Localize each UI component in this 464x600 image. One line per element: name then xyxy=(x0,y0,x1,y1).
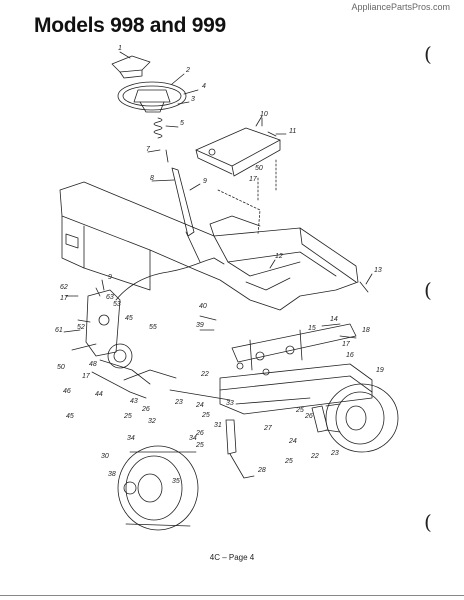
watermark: AppliancePartsPros.com xyxy=(351,2,450,12)
part-callout-11: 11 xyxy=(289,128,296,135)
part-callout-39: 39 xyxy=(196,322,204,329)
part-callout-26: 26 xyxy=(304,413,313,420)
part-callout-48: 48 xyxy=(89,361,97,368)
part-callout-24: 24 xyxy=(195,402,204,409)
part-callout-55: 55 xyxy=(149,324,157,331)
part-callout-61: 61 xyxy=(55,327,63,334)
part-callout-23: 23 xyxy=(174,399,183,406)
part-callout-28: 28 xyxy=(257,467,266,474)
margin-bracket-bottom: ( xyxy=(424,510,432,534)
part-callout-25: 25 xyxy=(295,407,304,414)
part-callout-62: 62 xyxy=(60,284,68,291)
part-callout-25: 25 xyxy=(195,442,204,449)
margin-bracket-middle: ( xyxy=(424,278,432,302)
part-callout-50: 50 xyxy=(57,364,65,371)
page-footer: 4C – Page 4 xyxy=(209,553,255,562)
part-callout-26: 26 xyxy=(141,406,150,413)
part-callout-26: 26 xyxy=(195,430,204,437)
part-callout-33: 33 xyxy=(226,400,234,407)
part-callout-27: 27 xyxy=(263,425,273,432)
part-callout-52: 52 xyxy=(77,324,85,331)
part-callout-14: 14 xyxy=(330,316,338,323)
part-callout-15: 15 xyxy=(308,325,316,332)
part-callout-34: 34 xyxy=(189,435,197,442)
part-callout-35: 35 xyxy=(172,478,180,485)
part-callout-17: 17 xyxy=(342,341,351,348)
part-callout-18: 18 xyxy=(362,327,370,334)
part-callout-63: 63 xyxy=(106,294,114,301)
part-callout-16: 16 xyxy=(346,352,354,359)
part-callout-53: 53 xyxy=(113,301,121,308)
part-callout-25: 25 xyxy=(201,412,210,419)
part-callout-32: 32 xyxy=(148,418,156,425)
part-callout-23: 23 xyxy=(330,450,339,457)
part-callout-45: 45 xyxy=(66,413,74,420)
part-callout-2: 2 xyxy=(185,67,190,74)
part-callout-44: 44 xyxy=(95,391,103,398)
part-callout-4: 4 xyxy=(202,83,206,90)
part-callout-38: 38 xyxy=(108,471,116,478)
part-callout-8: 8 xyxy=(150,175,154,182)
part-callout-5: 5 xyxy=(180,120,184,127)
part-callout-17: 17 xyxy=(60,295,69,302)
part-callout-40: 40 xyxy=(199,303,207,310)
part-callout-46: 46 xyxy=(63,388,71,395)
part-callout-17: 17 xyxy=(82,373,91,380)
page-title: Models 998 and 999 xyxy=(34,14,226,37)
part-callout-25: 25 xyxy=(284,458,293,465)
part-callout-10: 10 xyxy=(260,111,268,118)
part-callout-12: 12 xyxy=(275,253,283,260)
part-callout-30: 30 xyxy=(101,453,109,460)
part-callout-19: 19 xyxy=(376,367,384,374)
part-callout-22: 22 xyxy=(200,371,209,378)
part-callout-50: 50 xyxy=(255,165,263,172)
part-callout-9: 9 xyxy=(203,178,207,185)
part-callout-17: 17 xyxy=(249,176,258,183)
part-callout-25: 25 xyxy=(123,413,132,420)
part-callout-24: 24 xyxy=(288,438,297,445)
part-callout-34: 34 xyxy=(127,435,135,442)
part-callout-9: 9 xyxy=(108,274,112,281)
part-callout-43: 43 xyxy=(130,398,138,405)
part-callout-3: 3 xyxy=(191,96,195,103)
part-callout-31: 31 xyxy=(214,422,222,429)
part-callout-45: 45 xyxy=(125,315,133,322)
part-callout-13: 13 xyxy=(374,267,382,274)
margin-bracket-top: ( xyxy=(424,42,432,66)
part-callout-7: 7 xyxy=(146,146,151,153)
part-callout-22: 22 xyxy=(310,453,319,460)
part-callout-1: 1 xyxy=(118,45,122,52)
bottom-divider xyxy=(0,595,464,596)
